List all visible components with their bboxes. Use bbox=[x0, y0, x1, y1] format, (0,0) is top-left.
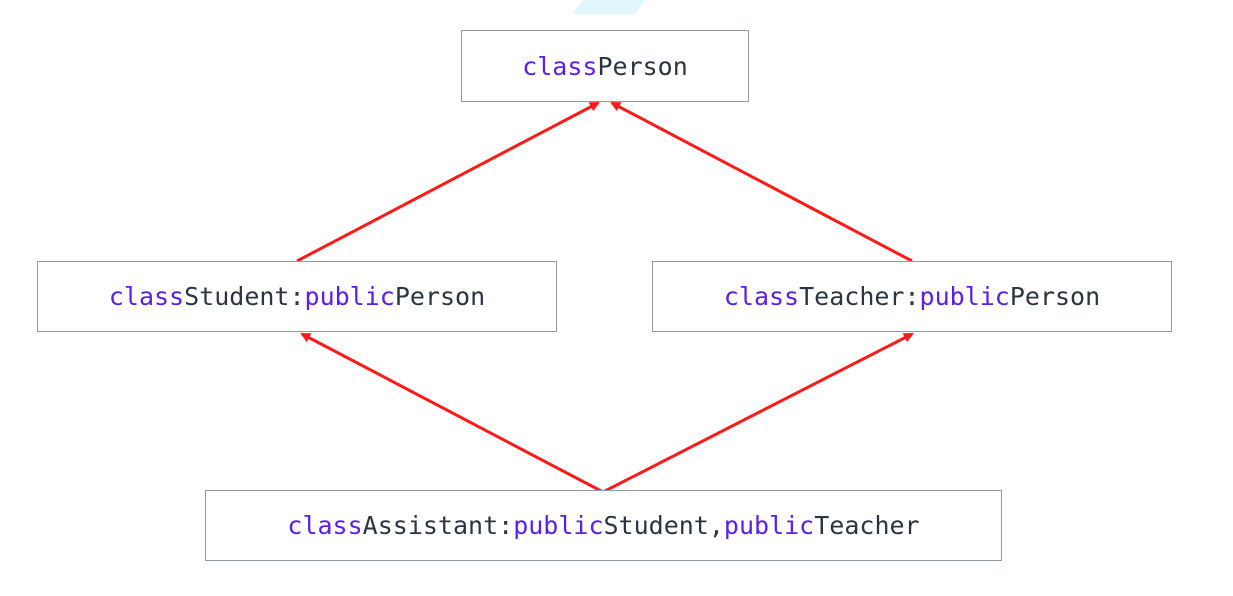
arrow-student-to-person bbox=[296, 101, 600, 263]
arrow-assistant-to-teacher bbox=[602, 332, 914, 494]
class-student-box: class Student:public Person bbox=[37, 261, 557, 332]
arrow-teacher-to-person bbox=[610, 101, 913, 263]
class-teacher-box: class Teacher:public Person bbox=[652, 261, 1172, 332]
base-class-name: Teacher bbox=[814, 511, 920, 540]
keyword-class: class bbox=[108, 282, 185, 311]
class-name: Assistant: bbox=[362, 511, 514, 540]
base-class-name: Person bbox=[394, 282, 486, 311]
keyword-public: public bbox=[919, 282, 1010, 311]
arrow-assistant-to-student bbox=[300, 332, 604, 494]
class-name: Person bbox=[597, 51, 688, 81]
base-class-name: Person bbox=[1009, 282, 1101, 311]
keyword-class: class bbox=[723, 282, 800, 311]
class-name: Teacher: bbox=[799, 282, 920, 311]
keyword-class: class bbox=[522, 51, 598, 81]
keyword-public: public bbox=[513, 511, 604, 540]
class-name: Student: bbox=[184, 282, 305, 311]
class-person-box: class Person bbox=[461, 30, 749, 102]
keyword-public: public bbox=[723, 511, 815, 540]
base-class-name: Student, bbox=[603, 511, 724, 540]
keyword-public: public bbox=[304, 282, 395, 311]
class-assistant-box: class Assistant:public Student,public Te… bbox=[205, 490, 1002, 561]
keyword-class: class bbox=[287, 511, 363, 540]
